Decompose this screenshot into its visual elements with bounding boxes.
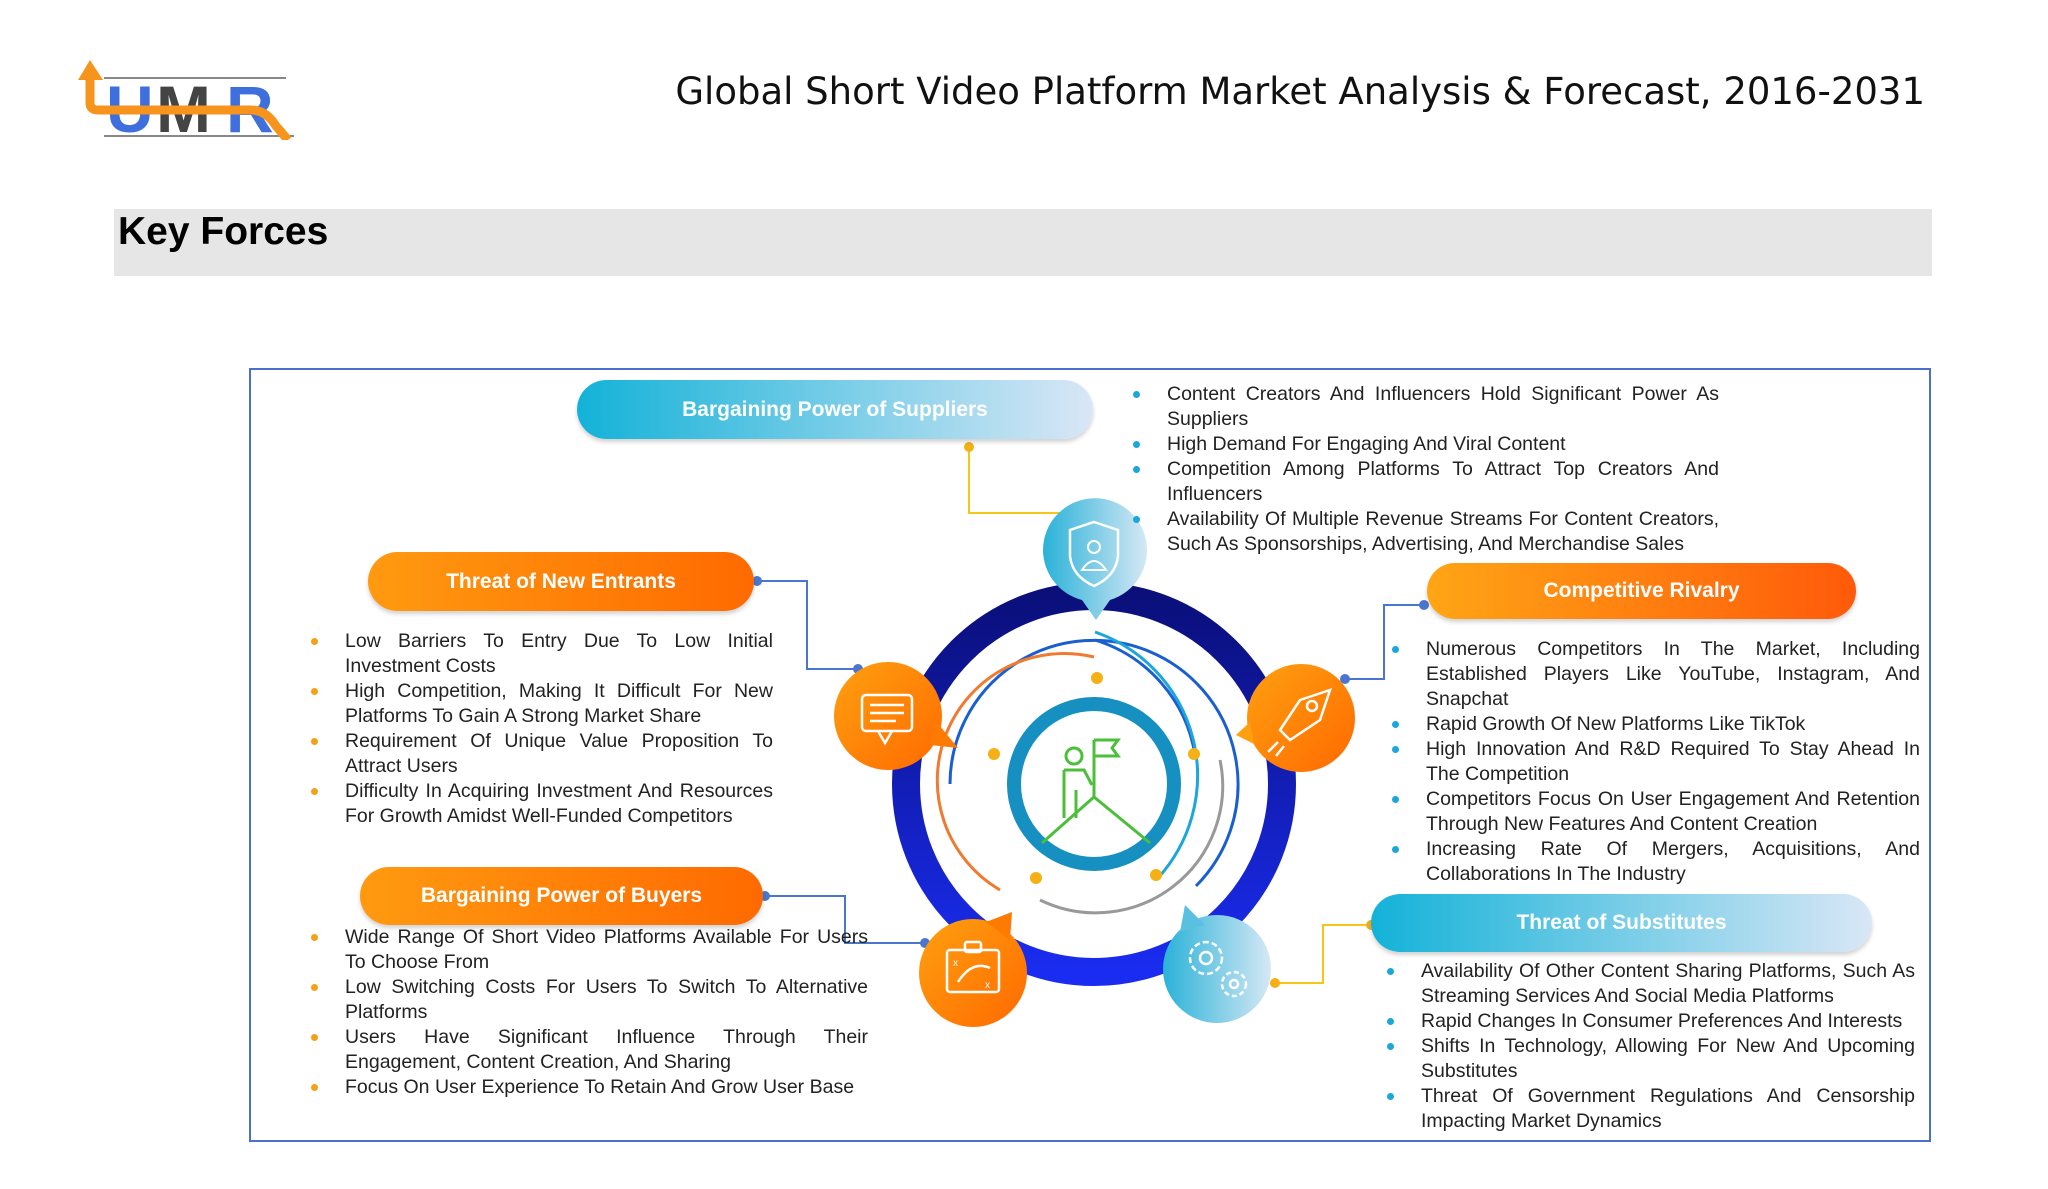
section-title: Key Forces: [118, 210, 329, 253]
strategy-board-icon: x x: [945, 940, 1001, 994]
pill-label: Competitive Rivalry: [1543, 579, 1740, 602]
list-item: Users Have Significant Influence Through…: [311, 1026, 868, 1073]
list-item: Rapid Changes In Consumer Preferences An…: [1387, 1009, 1915, 1034]
list-item: Competition Among Platforms To Attract T…: [1133, 458, 1719, 505]
list-item: Rapid Growth Of New Platforms Like TikTo…: [1392, 712, 1920, 737]
arc-blue: [948, 638, 1240, 888]
connector-buyers: [765, 895, 925, 944]
arc-dot: [1091, 672, 1103, 684]
list-item: Availability Of Other Content Sharing Pl…: [1387, 960, 1915, 1007]
list-item: High Innovation And R&D Required To Stay…: [1392, 738, 1920, 785]
arc-dot: [1150, 869, 1162, 881]
svg-text:x: x: [953, 958, 958, 969]
list-item: Competitors Focus On User Engagement And…: [1392, 788, 1920, 835]
page-title: Global Short Video Platform Market Analy…: [675, 70, 1925, 113]
pill-label: Bargaining Power of Buyers: [420, 884, 703, 907]
connector-dot: [1270, 978, 1280, 988]
new-entrants-icon-bubble: [834, 662, 958, 770]
substitutes-icon-bubble: [1163, 905, 1271, 1023]
shield-person-icon: [1068, 520, 1120, 588]
arc-dot: [1030, 872, 1042, 884]
new-entrants-points: Low Barriers To Entry Due To Low Initial…: [311, 629, 773, 829]
connector-substitutes: [1275, 924, 1371, 984]
list-item: Numerous Competitors In The Market, Incl…: [1392, 638, 1920, 710]
umr-logo: U M R: [76, 58, 301, 140]
logo-arrow: [85, 70, 292, 140]
svg-text:x: x: [985, 980, 990, 991]
connector-new-entrants: [757, 580, 858, 670]
list-item: Increasing Rate Of Mergers, Acquisitions…: [1392, 838, 1920, 885]
arc-cyan: [1094, 630, 1200, 880]
list-item: Focus On User Experience To Retain And G…: [311, 1075, 868, 1100]
pill-bargaining-power-buyers: Bargaining Power of Buyers: [360, 867, 763, 925]
section-bar: [114, 209, 1932, 276]
pill-competitive-rivalry: Competitive Rivalry: [1427, 563, 1856, 619]
list-item: Low Switching Costs For Users To Switch …: [311, 976, 868, 1023]
list-item: Wide Range Of Short Video Platforms Avai…: [311, 926, 868, 973]
list-item: Threat Of Government Regulations And Cen…: [1387, 1085, 1915, 1132]
arc-blue-2: [1094, 638, 1197, 756]
arc-dot: [1188, 748, 1200, 760]
pill-threat-new-entrants: Threat of New Entrants: [368, 552, 754, 611]
list-item: High Competition, Making It Difficult Fo…: [311, 680, 773, 727]
list-item: Requirement Of Unique Value Proposition …: [311, 730, 773, 777]
pill-bargaining-power-suppliers: Bargaining Power of Suppliers: [577, 380, 1093, 439]
connector-dot: [1419, 600, 1429, 610]
rivalry-points: Numerous Competitors In The Market, Incl…: [1392, 637, 1920, 887]
arc-orange: [935, 651, 1095, 892]
list-item: High Demand For Engaging And Viral Conte…: [1133, 432, 1719, 457]
diagram-frame: [249, 368, 1931, 1142]
suppliers-icon-bubble: [1043, 498, 1147, 620]
list-item: Availability Of Multiple Revenue Streams…: [1133, 508, 1719, 555]
connector-rivalry: [1345, 604, 1424, 680]
rocket-icon: [1267, 688, 1332, 757]
connector-dot: [1340, 674, 1350, 684]
connector-dot: [752, 576, 762, 586]
connector-suppliers: [968, 447, 1068, 514]
suppliers-points: Content Creators And Influencers Hold Si…: [1133, 382, 1719, 557]
buyers-points: Wide Range Of Short Video Platforms Avai…: [311, 925, 868, 1100]
list-item: Shifts In Technology, Allowing For New A…: [1387, 1035, 1915, 1082]
umr-logo-graphic: U M R: [78, 60, 294, 140]
connector-dot: [964, 442, 974, 452]
pill-label: Bargaining Power of Suppliers: [682, 397, 988, 421]
rivalry-icon-bubble: [1236, 664, 1355, 772]
list-item: Content Creators And Influencers Hold Si…: [1133, 383, 1719, 430]
buyers-icon-bubble: x x: [919, 912, 1027, 1027]
pill-threat-substitutes: Threat of Substitutes: [1371, 894, 1872, 952]
list-item: Difficulty In Acquiring Investment And R…: [311, 780, 773, 827]
pill-label: Threat of Substitutes: [1516, 911, 1727, 934]
list-item: Low Barriers To Entry Due To Low Initial…: [311, 630, 773, 677]
arc-gray: [1039, 759, 1225, 915]
substitutes-points: Availability Of Other Content Sharing Pl…: [1387, 959, 1915, 1134]
logo-arrowhead: [78, 60, 103, 80]
arc-dot: [988, 748, 1000, 760]
gears-icon: [1188, 940, 1248, 998]
person-flag-mountain-icon: [1041, 738, 1151, 845]
chat-document-icon: [860, 693, 914, 746]
pill-label: Threat of New Entrants: [446, 569, 676, 593]
